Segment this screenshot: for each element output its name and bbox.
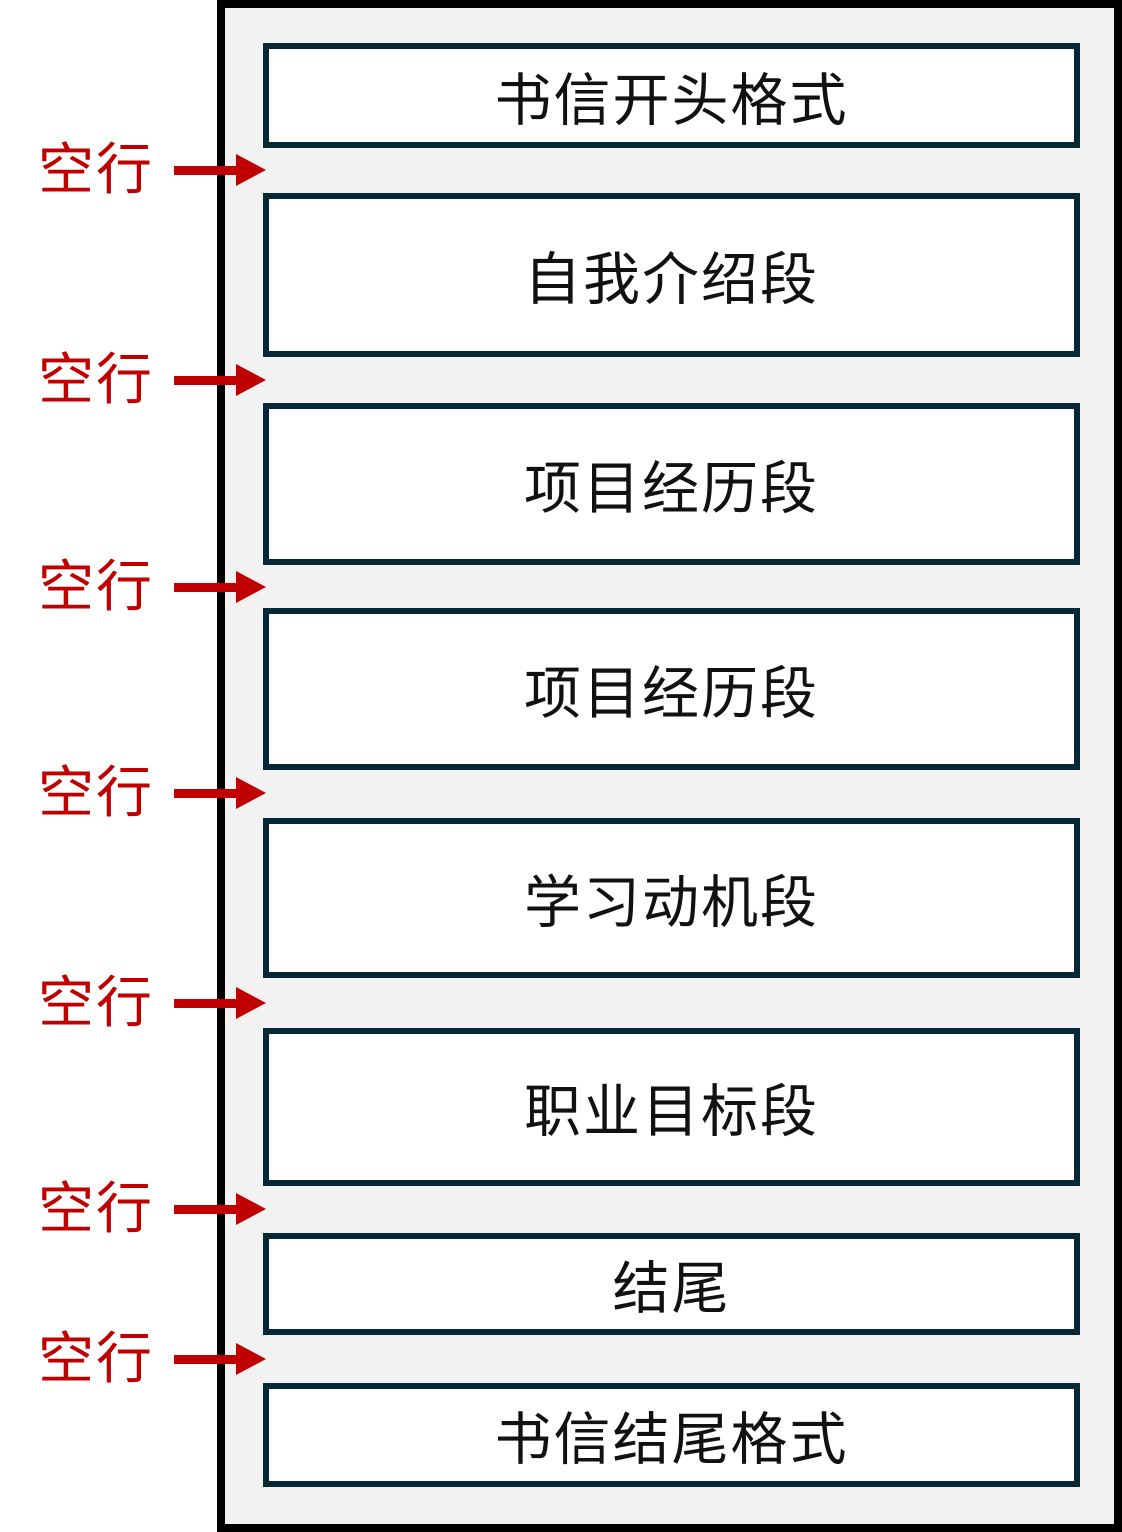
section-label: 学习动机段 bbox=[524, 871, 819, 935]
blank-line-annotation-2: 空行 bbox=[38, 352, 266, 408]
section-label: 书信开头格式 bbox=[494, 68, 849, 133]
section-box-closing: 结尾 bbox=[263, 1233, 1080, 1335]
arrow-head bbox=[236, 154, 266, 186]
arrow-shaft bbox=[174, 1354, 236, 1364]
section-box-project-experience-2: 项目经历段 bbox=[263, 608, 1080, 770]
arrow-shaft bbox=[174, 1204, 236, 1214]
section-box-study-motivation: 学习动机段 bbox=[263, 818, 1080, 978]
blank-line-annotation-3: 空行 bbox=[38, 559, 266, 615]
arrow-head bbox=[236, 571, 266, 603]
blank-line-label: 空行 bbox=[38, 138, 154, 201]
section-label: 自我介绍段 bbox=[524, 248, 819, 312]
arrow-right-icon bbox=[174, 1193, 266, 1225]
blank-line-annotation-7: 空行 bbox=[38, 1331, 266, 1387]
blank-line-annotation-1: 空行 bbox=[38, 142, 266, 198]
arrow-right-icon bbox=[174, 777, 266, 809]
arrow-shaft bbox=[174, 582, 236, 592]
section-label: 结尾 bbox=[612, 1257, 731, 1321]
section-label: 书信结尾格式 bbox=[494, 1408, 849, 1472]
arrow-right-icon bbox=[174, 364, 266, 396]
section-box-career-goal: 职业目标段 bbox=[263, 1028, 1080, 1186]
arrow-shaft bbox=[174, 165, 236, 175]
arrow-right-icon bbox=[174, 154, 266, 186]
arrow-head bbox=[236, 987, 266, 1019]
letter-structure-frame: 书信开头格式 自我介绍段 项目经历段 项目经历段 学习动机段 职业目标段 结尾 … bbox=[217, 0, 1122, 1532]
arrow-right-icon bbox=[174, 571, 266, 603]
arrow-head bbox=[236, 364, 266, 396]
arrow-shaft bbox=[174, 375, 236, 385]
arrow-head bbox=[236, 1193, 266, 1225]
arrow-head bbox=[236, 1343, 266, 1375]
blank-line-annotation-6: 空行 bbox=[38, 1181, 266, 1237]
section-box-letter-opening: 书信开头格式 bbox=[263, 43, 1080, 148]
blank-line-label: 空行 bbox=[38, 761, 154, 824]
section-label: 项目经历段 bbox=[524, 662, 819, 726]
blank-line-annotation-5: 空行 bbox=[38, 975, 266, 1031]
section-label: 职业目标段 bbox=[524, 1080, 819, 1144]
arrow-shaft bbox=[174, 788, 236, 798]
arrow-shaft bbox=[174, 998, 236, 1008]
blank-line-label: 空行 bbox=[38, 1327, 154, 1390]
blank-line-label: 空行 bbox=[38, 348, 154, 411]
section-box-letter-ending: 书信结尾格式 bbox=[263, 1383, 1080, 1487]
section-box-project-experience-1: 项目经历段 bbox=[263, 403, 1080, 565]
blank-line-annotation-4: 空行 bbox=[38, 765, 266, 821]
arrow-head bbox=[236, 777, 266, 809]
blank-line-label: 空行 bbox=[38, 1177, 154, 1240]
arrow-right-icon bbox=[174, 1343, 266, 1375]
blank-line-label: 空行 bbox=[38, 555, 154, 618]
blank-line-label: 空行 bbox=[38, 971, 154, 1034]
section-label: 项目经历段 bbox=[524, 457, 819, 521]
section-box-self-introduction: 自我介绍段 bbox=[263, 193, 1080, 357]
arrow-right-icon bbox=[174, 987, 266, 1019]
